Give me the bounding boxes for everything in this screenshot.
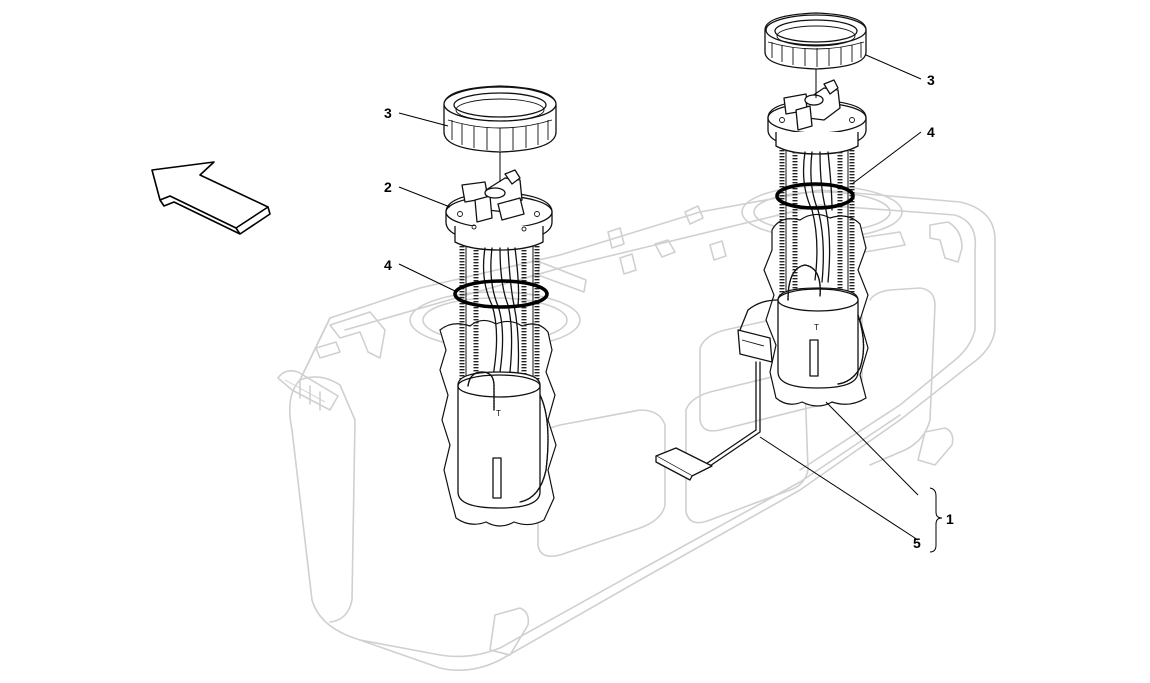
right-pump-assembly: T	[655, 12, 869, 481]
direction-arrow-icon	[151, 161, 271, 235]
callout-3-right: 3	[927, 72, 935, 88]
callout-4-left: 4	[384, 257, 392, 273]
left-o-ring	[453, 279, 549, 309]
right-guide-springs	[779, 150, 855, 300]
callout-3-left: 3	[384, 105, 392, 121]
left-lock-ring	[443, 85, 557, 153]
leader-lines	[398, 54, 943, 553]
left-pump-canister: T	[457, 371, 549, 509]
callout-2: 2	[384, 179, 392, 195]
callout-5: 5	[913, 535, 921, 551]
level-sender	[655, 299, 779, 481]
right-flange	[767, 79, 867, 155]
left-flange	[445, 169, 553, 251]
right-pump-canister: T	[777, 264, 865, 389]
left-pump-assembly: T	[439, 85, 557, 527]
callout-1: 1	[946, 511, 954, 527]
svg-text:T: T	[814, 323, 819, 332]
right-o-ring	[775, 182, 855, 210]
left-guide-springs	[459, 246, 540, 390]
right-lock-ring	[764, 12, 867, 70]
callout-4-right: 4	[927, 124, 935, 140]
svg-text:T: T	[496, 409, 501, 418]
